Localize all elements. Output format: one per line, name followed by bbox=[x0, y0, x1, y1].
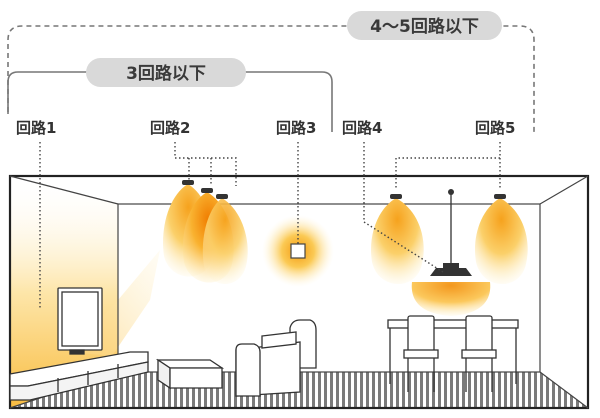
leader-lines bbox=[39, 142, 501, 308]
pill-4-5-label: 4～5回路以下 bbox=[370, 16, 479, 37]
spot-fixture-4 bbox=[390, 194, 402, 199]
pill-4-5-circuits bbox=[347, 11, 502, 40]
leader-circuit-5 bbox=[395, 142, 501, 190]
circuit-4-label: 回路4 bbox=[342, 119, 382, 137]
sofa bbox=[235, 319, 317, 397]
leader-circuit-4 bbox=[363, 142, 444, 273]
spot-fixture-1 bbox=[182, 180, 194, 185]
bracket-3-circuits: 3回路以下 bbox=[7, 58, 333, 132]
furniture bbox=[9, 287, 519, 401]
pendant-glow bbox=[411, 282, 491, 316]
circuit-2-spotlights bbox=[163, 180, 248, 284]
dining-chair-1 bbox=[403, 315, 439, 392]
circuit-3-ceiling-light bbox=[262, 215, 334, 287]
spot-fixture-5 bbox=[494, 194, 506, 199]
leader-circuit-2 bbox=[174, 142, 237, 186]
tv-stand bbox=[9, 351, 149, 401]
ceiling-fixture bbox=[290, 243, 306, 259]
pill-3-label: 3回路以下 bbox=[126, 63, 206, 84]
dining-table bbox=[387, 319, 519, 384]
dining-chair-2 bbox=[461, 315, 497, 392]
room-outline bbox=[8, 174, 590, 410]
circuit-5-spotlight bbox=[475, 194, 528, 285]
circuit-3-label: 回路3 bbox=[276, 119, 316, 137]
spot-fixture-2 bbox=[201, 188, 213, 193]
coffee-table bbox=[155, 358, 225, 390]
pill-3-circuits bbox=[86, 58, 246, 87]
back-wall bbox=[117, 203, 541, 373]
bracket-4-5-circuits: 4～5回路以下 bbox=[7, 11, 535, 132]
television bbox=[57, 287, 103, 355]
spot-fixture-3 bbox=[216, 194, 228, 199]
circuit-4-lights bbox=[371, 189, 491, 316]
circuit-5-label: 回路5 bbox=[475, 119, 515, 137]
circuit-2-label: 回路2 bbox=[150, 119, 190, 137]
pendant-shade bbox=[430, 268, 472, 276]
circuit-1-label: 回路1 bbox=[16, 119, 56, 137]
